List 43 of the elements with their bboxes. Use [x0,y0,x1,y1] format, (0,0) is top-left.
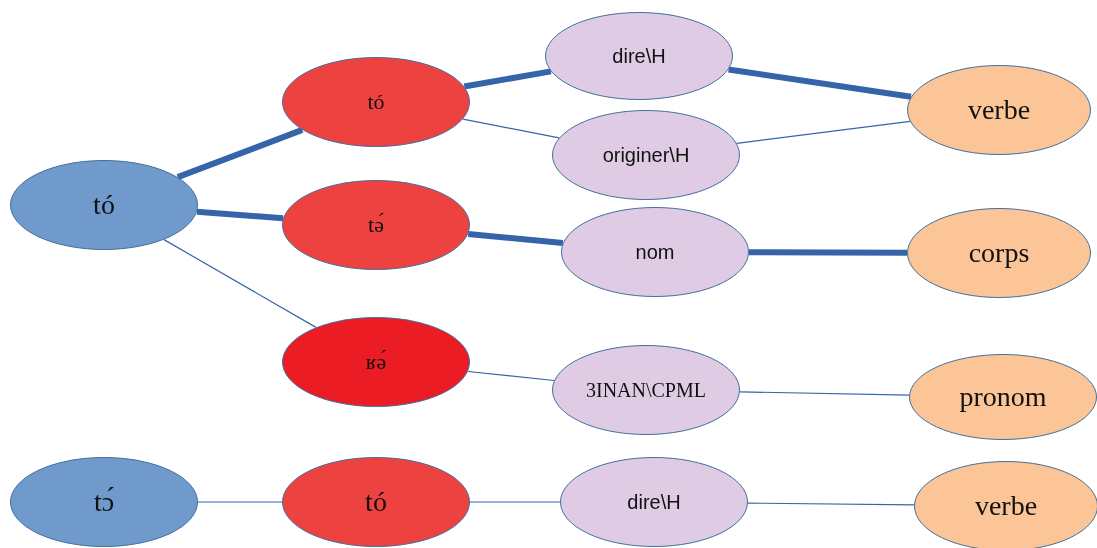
node-label: tə́ [368,212,384,238]
connector-line [467,230,564,247]
ellipse-node [552,345,740,435]
node-label: pronom [959,381,1047,413]
node-label: tɔ́ [93,486,115,518]
connector-line [196,208,284,222]
ellipse-node [10,457,198,547]
node-label: 3INAN\CPML [586,378,706,402]
ellipse-node [282,57,470,147]
connector-line [469,501,561,503]
node-label: corps [968,237,1030,269]
node-label: tó [365,486,387,518]
node-label: tó [93,189,115,221]
ellipse-node [561,207,749,297]
node-label: tó [367,89,385,115]
ellipse-node [282,457,470,547]
node-label: dire\H [612,44,666,68]
ellipse-node [282,180,470,270]
connector-line [467,370,555,382]
connector-line [749,249,907,256]
ellipse-node [909,354,1097,440]
node-label: verbe [967,94,1031,126]
node-label: nom [635,240,675,264]
ellipse-node [545,12,733,100]
connector-line [747,502,915,506]
node-label: verbe [974,490,1038,522]
ellipse-node [282,317,470,407]
connector-line [462,118,560,139]
connector-line [176,127,304,180]
connector-line [739,391,910,396]
ellipse-node [10,160,198,250]
node-label: dire\H [627,490,681,514]
connector-line [463,68,552,90]
ellipse-node [552,110,740,200]
connector-line [736,120,911,144]
ellipse-node [907,65,1091,155]
ellipse-node [907,208,1091,298]
ellipse-node [560,457,748,547]
node-label: originer\H [602,143,690,167]
connector-line [728,66,912,100]
connector-line [163,239,317,328]
node-label: ʁə́ [365,349,387,375]
connector-line [197,501,283,503]
